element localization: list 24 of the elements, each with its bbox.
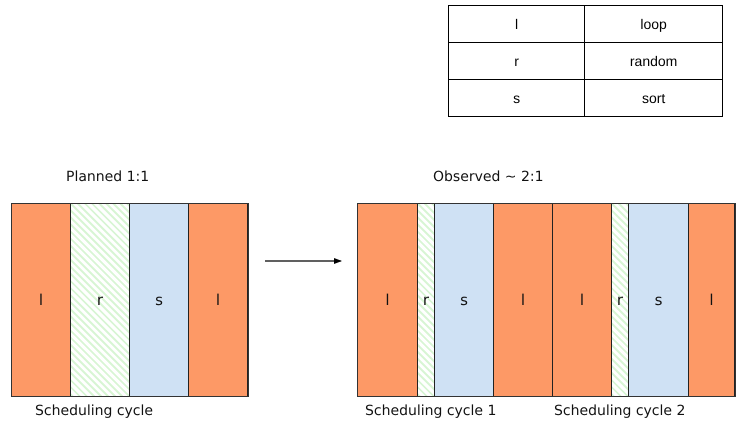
cycle-caption: Scheduling cycle [35,403,154,419]
segment-bar: s [629,204,689,396]
legend-key-cell: r [448,42,585,80]
legend-key-cell: l [448,6,585,42]
group-title: Planned 1:1 [66,169,150,185]
segment-bar: l [689,204,735,396]
segment-bar: s [435,204,494,396]
legend-key-cell: s [448,80,585,116]
legend-meaning-cell: loop [584,6,722,42]
segment-bar: l [12,204,71,396]
segment-bar: l [358,204,418,396]
segment-bar: r [418,204,435,396]
segment-bar: l [494,204,553,396]
segment-bar: l [189,204,248,396]
arrow [265,258,342,264]
cycle-caption: Scheduling cycle 2 [554,403,686,419]
legend-meaning-cell: sort [584,80,722,116]
segment-bar: r [71,204,130,396]
segment-bar: r [612,204,629,396]
group-title: Observed ~ 2:1 [433,169,544,185]
cycle-caption: Scheduling cycle 1 [365,403,496,419]
segment-bar: s [130,204,189,396]
segment-bar: l [553,204,612,396]
legend-meaning-cell: random [584,42,722,80]
